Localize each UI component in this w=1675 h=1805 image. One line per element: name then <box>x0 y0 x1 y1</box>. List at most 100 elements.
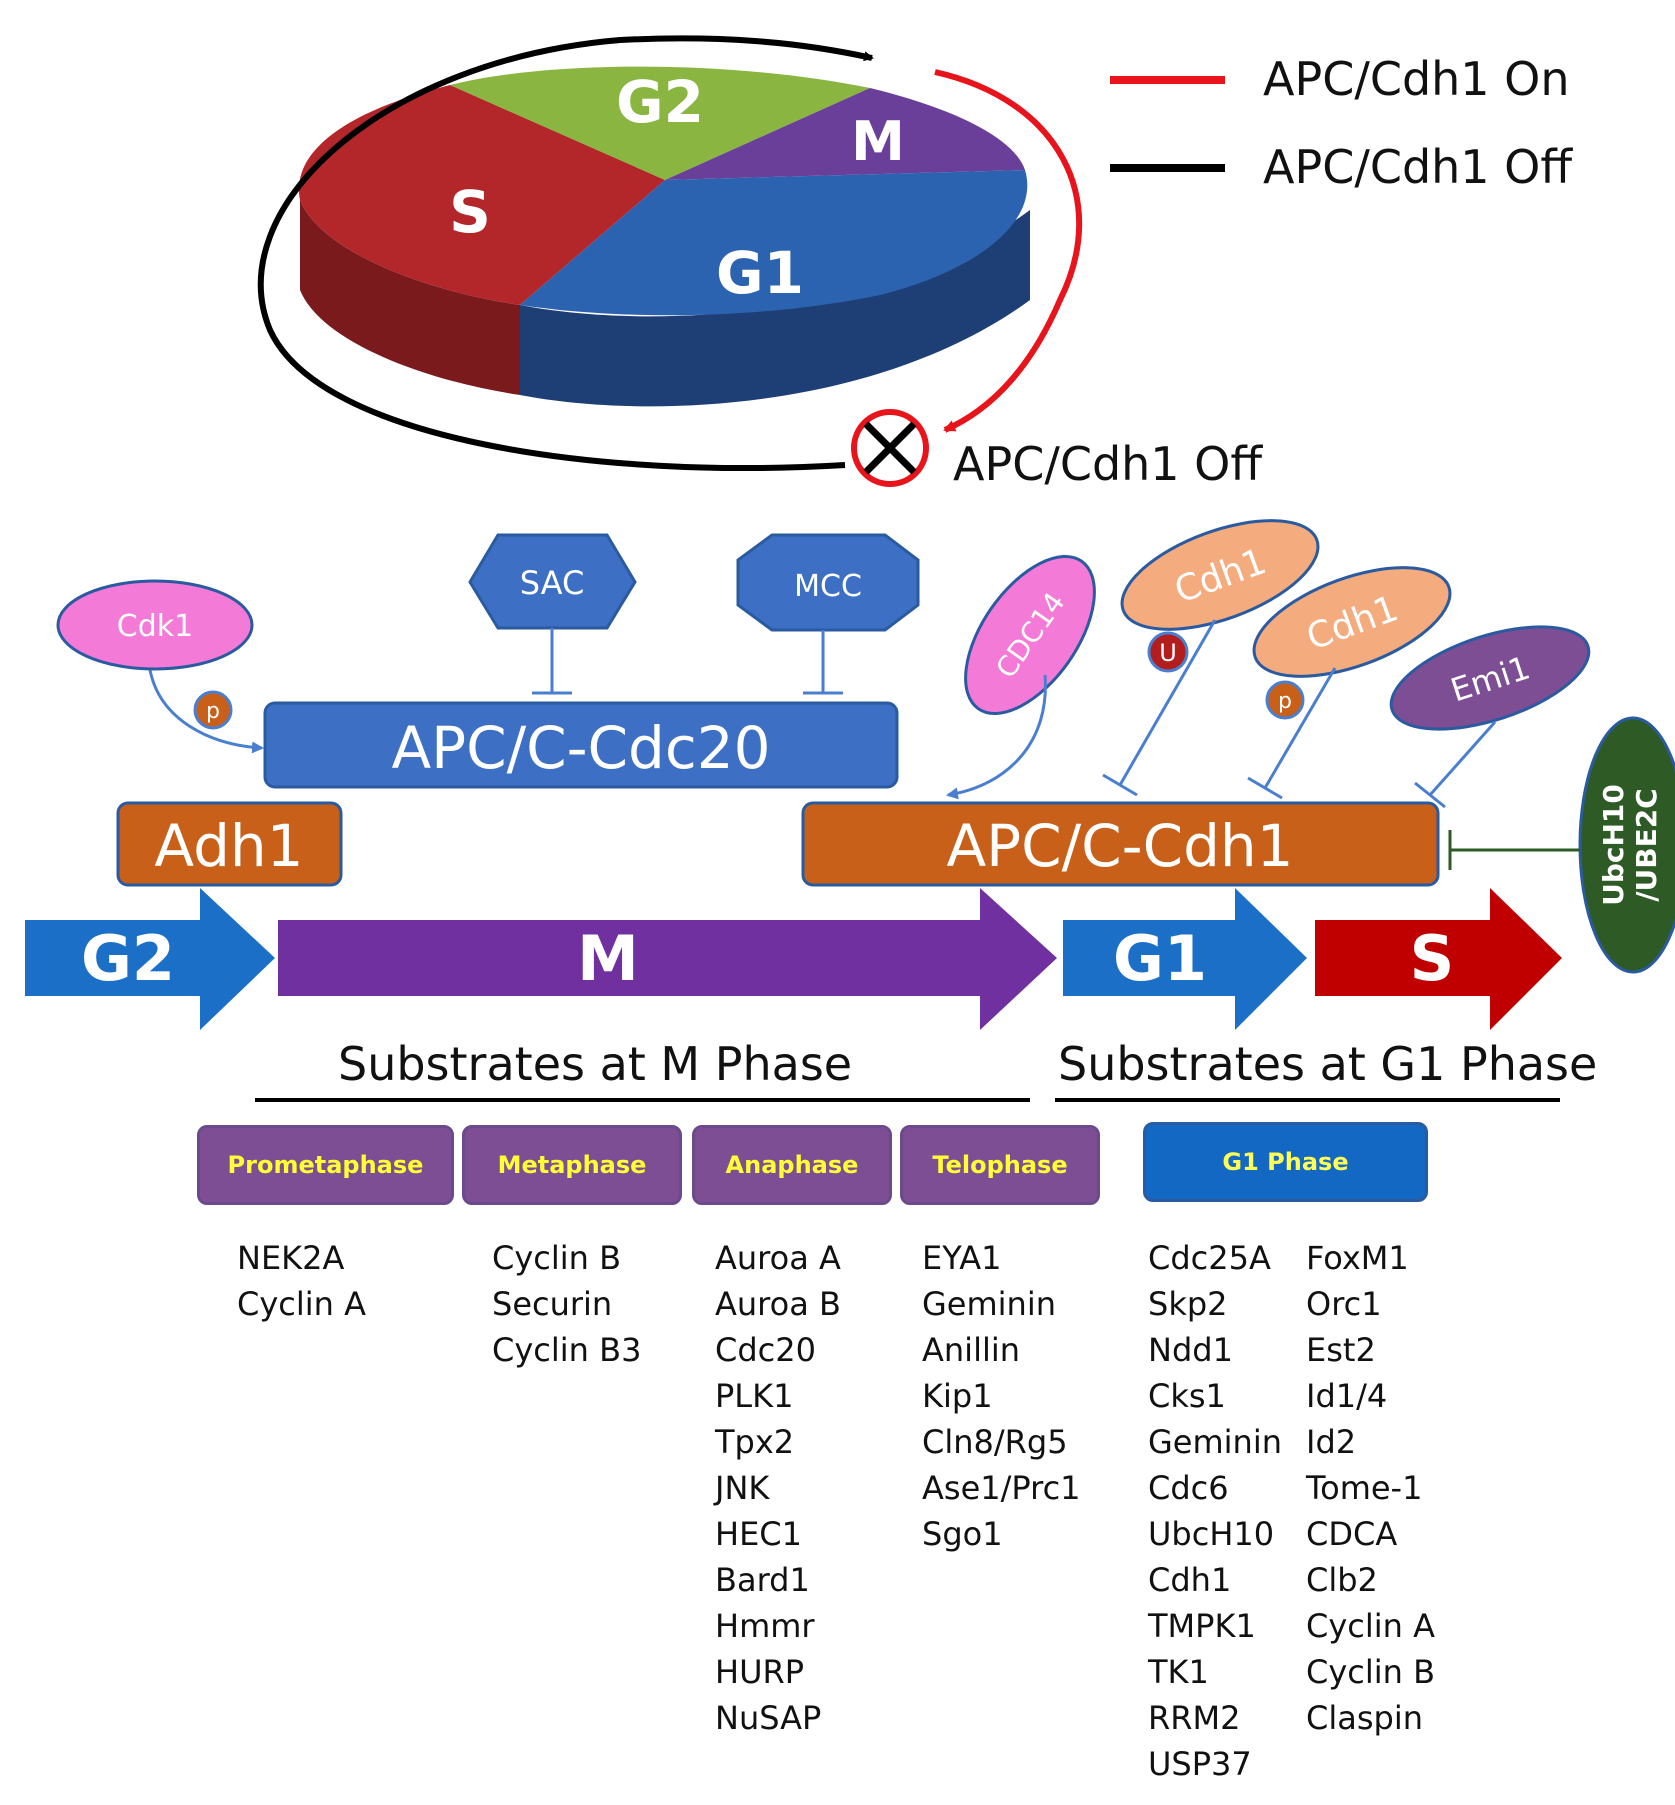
substrate-item: Id1/4 <box>1306 1377 1388 1415</box>
cdk1-label: Cdk1 <box>117 609 193 644</box>
substrate-item: Ndd1 <box>1148 1331 1233 1369</box>
pie-label-g1: G1 <box>716 239 804 307</box>
substrate-item: EYA1 <box>922 1239 1002 1277</box>
pie-side-s <box>300 200 520 395</box>
substrate-item: NEK2A <box>237 1239 345 1277</box>
substrate-item: HEC1 <box>715 1515 802 1553</box>
telophase-box: Telophase <box>900 1125 1100 1205</box>
substrate-item: Tome-1 <box>1306 1469 1423 1507</box>
substrate-item: HURP <box>715 1653 805 1691</box>
cdk1-phospho-badge <box>193 690 233 730</box>
cdh1-ub-ellipse <box>1120 519 1320 631</box>
cdk1-ellipse <box>56 579 254 671</box>
ubch10-ellipse <box>1578 716 1675 974</box>
phase-label-g1: G1 <box>1113 922 1207 995</box>
substrate-item: Hmmr <box>715 1607 815 1645</box>
substrate-item: Cdc25A <box>1148 1239 1271 1277</box>
substrate-item: Cdc6 <box>1148 1469 1229 1507</box>
ubch10-label-2: /UBE2C <box>1630 788 1663 901</box>
phase-arrow-m <box>278 888 1057 1030</box>
legend-on-label: APC/Cdh1 On <box>1263 52 1570 106</box>
substrate-item: JNK <box>715 1469 770 1507</box>
apc-cdc20-label: APC/C-Cdc20 <box>391 714 770 782</box>
off-point-marker <box>851 409 929 487</box>
pie-label-m: M <box>851 110 905 173</box>
legend-off-label: APC/Cdh1 Off <box>1263 140 1573 194</box>
g1-phase-box: G1 Phase <box>1143 1122 1428 1202</box>
cdh1-p-ellipse <box>1252 566 1452 678</box>
substrate-item: Auroa B <box>715 1285 841 1323</box>
substrate-item: Cdc20 <box>715 1331 816 1369</box>
on-cycle-arrow <box>934 69 1083 433</box>
substrate-item: PLK1 <box>715 1377 794 1415</box>
substrate-item: Bard1 <box>715 1561 810 1599</box>
substrate-item: Cyclin A <box>1306 1607 1435 1645</box>
cdh1-ub-inhibit-line <box>1118 619 1217 786</box>
substrate-item: Orc1 <box>1306 1285 1382 1323</box>
substrate-item: Anillin <box>922 1331 1021 1369</box>
substrate-item: Skp2 <box>1148 1285 1228 1323</box>
substrate-item: Cks1 <box>1148 1377 1226 1415</box>
substrate-item: Clb2 <box>1306 1561 1378 1599</box>
metaphase-box: Metaphase <box>462 1125 682 1205</box>
phase-arrow-s <box>1315 888 1562 1030</box>
substrate-item: Tpx2 <box>715 1423 795 1461</box>
emi1-inhibit-line <box>1428 721 1497 796</box>
cdc14-ellipse <box>964 555 1096 715</box>
substrate-item: CDCA <box>1306 1515 1398 1553</box>
pie-slice-g1 <box>520 170 1028 316</box>
pie-slice-g2 <box>450 66 870 180</box>
cdc14-arrow <box>946 674 1047 800</box>
emi1-ellipse <box>1389 625 1591 731</box>
cell-cycle-pie: S G2 M G1 <box>298 66 1030 407</box>
pie-label-s: S <box>449 178 491 246</box>
mcc-octagon <box>736 533 920 632</box>
substrate-item: TK1 <box>1148 1653 1209 1691</box>
cdh1-ub-inhibit-bar <box>1102 773 1138 797</box>
substrate-item: RRM2 <box>1148 1699 1241 1737</box>
adh1-box <box>116 801 343 887</box>
ubiquitin-badge <box>1147 631 1189 673</box>
substrate-item: Cyclin B <box>1306 1653 1436 1691</box>
cdk1-arrow <box>148 669 264 754</box>
prometaphase-box: Prometaphase <box>197 1125 454 1205</box>
cdh1-phospho-label: p <box>1278 689 1292 714</box>
substrate-item: Cln8/Rg5 <box>922 1423 1068 1461</box>
pie-slice-m <box>665 88 1025 180</box>
sac-hexagon <box>468 533 637 630</box>
cdh1-p-inhibit-line <box>1263 667 1337 789</box>
phase-label-s: S <box>1410 922 1455 995</box>
phase-arrow-g2 <box>25 888 275 1030</box>
substrate-item: Securin <box>492 1285 613 1323</box>
substrate-item: Est2 <box>1306 1331 1376 1369</box>
substrate-item: NuSAP <box>715 1699 822 1737</box>
ubiquitin-label: U <box>1159 639 1177 667</box>
substrate-item: UbcH10 <box>1148 1515 1275 1553</box>
phase-arrow-g1 <box>1063 888 1307 1030</box>
apc-cdc20-box <box>263 701 899 789</box>
sac-label: SAC <box>520 564 585 602</box>
substrate-item: TMPK1 <box>1148 1607 1256 1645</box>
cdh1-p-inhibit-bar <box>1247 776 1283 800</box>
mcc-label: MCC <box>794 569 862 604</box>
g1-substrates-header: Substrates at G1 Phase <box>1058 1037 1598 1091</box>
phase-label-m: M <box>577 922 639 995</box>
pie-slice-s <box>298 85 665 305</box>
off-point-label: APC/Cdh1 Off <box>953 437 1263 491</box>
substrate-item: Id2 <box>1306 1423 1357 1461</box>
substrate-item: Ase1/Prc1 <box>922 1469 1081 1507</box>
substrate-item: Auroa A <box>715 1239 841 1277</box>
pie-label-g2: G2 <box>616 68 704 136</box>
adh1-label: Adh1 <box>154 812 303 880</box>
substrate-item: Kip1 <box>922 1377 993 1415</box>
anaphase-box: Anaphase <box>692 1125 892 1205</box>
off-cycle-arrow <box>257 35 874 471</box>
substrate-item: FoxM1 <box>1306 1239 1409 1277</box>
substrate-item: Sgo1 <box>922 1515 1003 1553</box>
